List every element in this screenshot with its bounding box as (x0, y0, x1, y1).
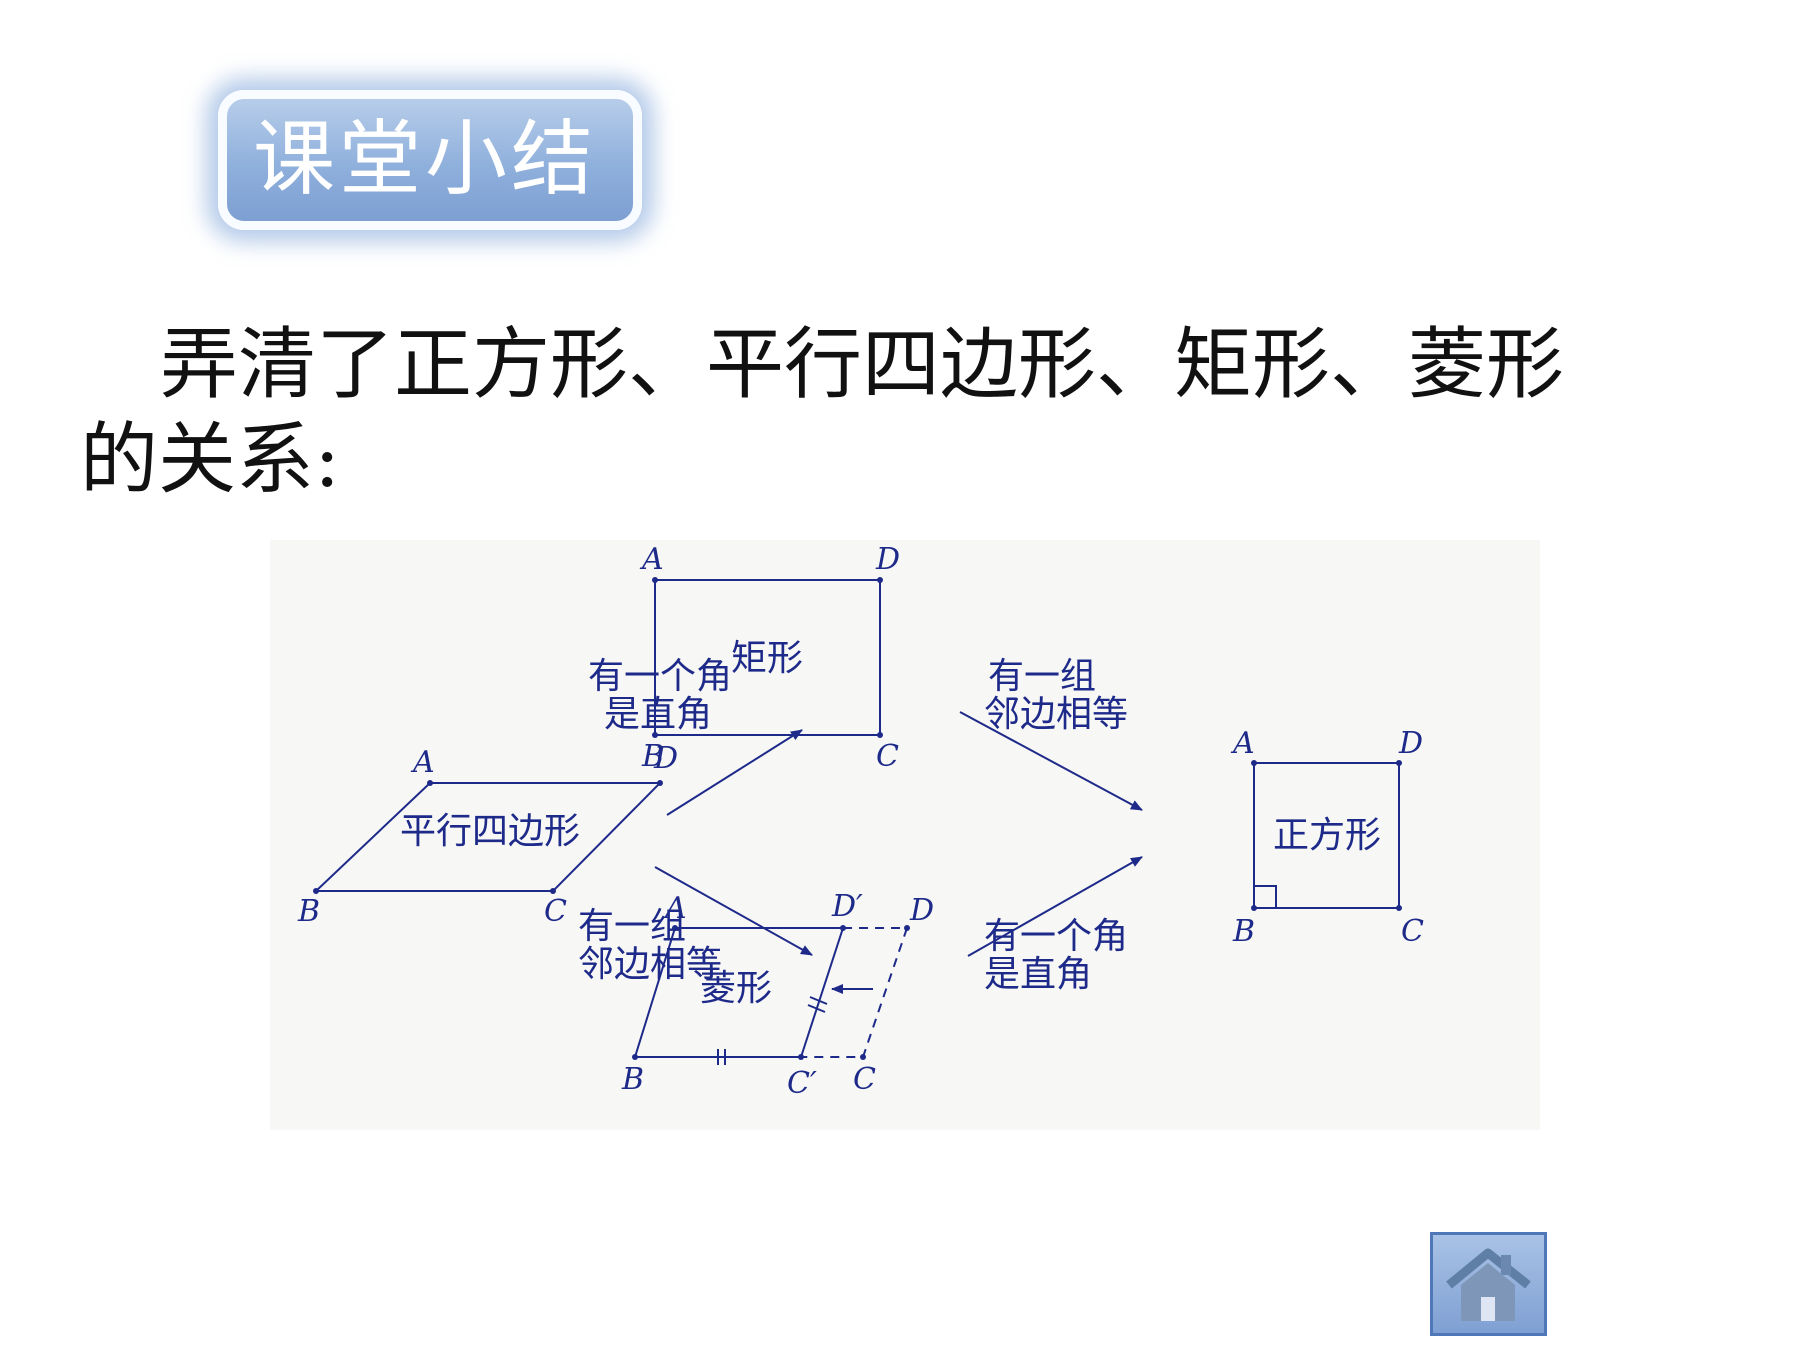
rhombus-dashed-extension (801, 927, 909, 1058)
tick-mark-side (807, 996, 828, 1013)
shape-name-rectangle: 矩形 (731, 638, 803, 679)
rhombus-point-cprime: C′ (787, 1066, 817, 1101)
para-point-c: C (544, 894, 567, 929)
para-point-a: A (410, 745, 435, 780)
home-icon (1446, 1248, 1531, 1321)
slide-title: 课堂小结 (253, 112, 598, 207)
arrow-rhombus-to-square (967, 856, 1143, 957)
shape-name-rhombus: 菱形 (700, 968, 772, 1009)
title-badge: 课堂小结 (218, 90, 642, 230)
arrow-para-to-rhombus (654, 866, 813, 956)
cond-para-rhombus-line1: 有一组 (578, 906, 686, 947)
diagram-svg: 平行四边形 矩形 正方形 菱形 有一个角 是直角 有一组 邻边相等 有一组 邻边… (297, 542, 1424, 1101)
home-button[interactable] (1430, 1232, 1547, 1336)
cond-rhombus-square-line2: 是直角 (984, 954, 1092, 995)
cond-para-rect-line2: 是直角 (604, 694, 712, 735)
rect-point-a: A (639, 542, 664, 577)
rhombus-point-b: B (621, 1062, 644, 1097)
cond-rhombus-square-line1: 有一个角 (984, 916, 1128, 957)
cond-rect-square-line1: 有一组 (988, 656, 1096, 697)
square-point-d: D (1398, 726, 1423, 761)
square-shape (1253, 762, 1400, 909)
rhombus-point-a: A (662, 891, 687, 926)
shape-name-parallelogram: 平行四边形 (400, 811, 580, 852)
tick-mark-bottom (717, 1049, 726, 1065)
rect-point-d: D (875, 542, 900, 577)
quadrilateral-relationship-diagram: 平行四边形 矩形 正方形 菱形 有一个角 是直角 有一组 邻边相等 有一组 邻边… (270, 540, 1540, 1130)
rhombus-point-dprime: D′ (831, 889, 863, 924)
rect-point-b: B (641, 739, 664, 774)
square-point-b: B (1232, 914, 1255, 949)
intro-text: 弄清了正方形、平行四边形、矩形、菱形的关系: (80, 320, 1565, 505)
rhombus-point-d: D (909, 893, 934, 928)
cond-para-rhombus-line2: 邻边相等 (578, 944, 722, 985)
para-point-b: B (297, 894, 320, 929)
arrow-rect-to-square (959, 711, 1143, 811)
shape-name-square: 正方形 (1273, 815, 1381, 856)
cond-rect-square-line2: 邻边相等 (984, 694, 1128, 735)
arrow-para-to-rect (666, 729, 803, 816)
cond-para-rect-line1: 有一个角 (588, 656, 732, 697)
rhombus-point-c: C (853, 1062, 876, 1097)
square-point-a: A (1230, 726, 1255, 761)
para-point-d: D (653, 741, 678, 776)
right-angle-mark (1254, 885, 1277, 908)
rect-point-c: C (876, 739, 899, 774)
rectangle-shape (654, 579, 881, 736)
square-point-c: C (1401, 914, 1424, 949)
